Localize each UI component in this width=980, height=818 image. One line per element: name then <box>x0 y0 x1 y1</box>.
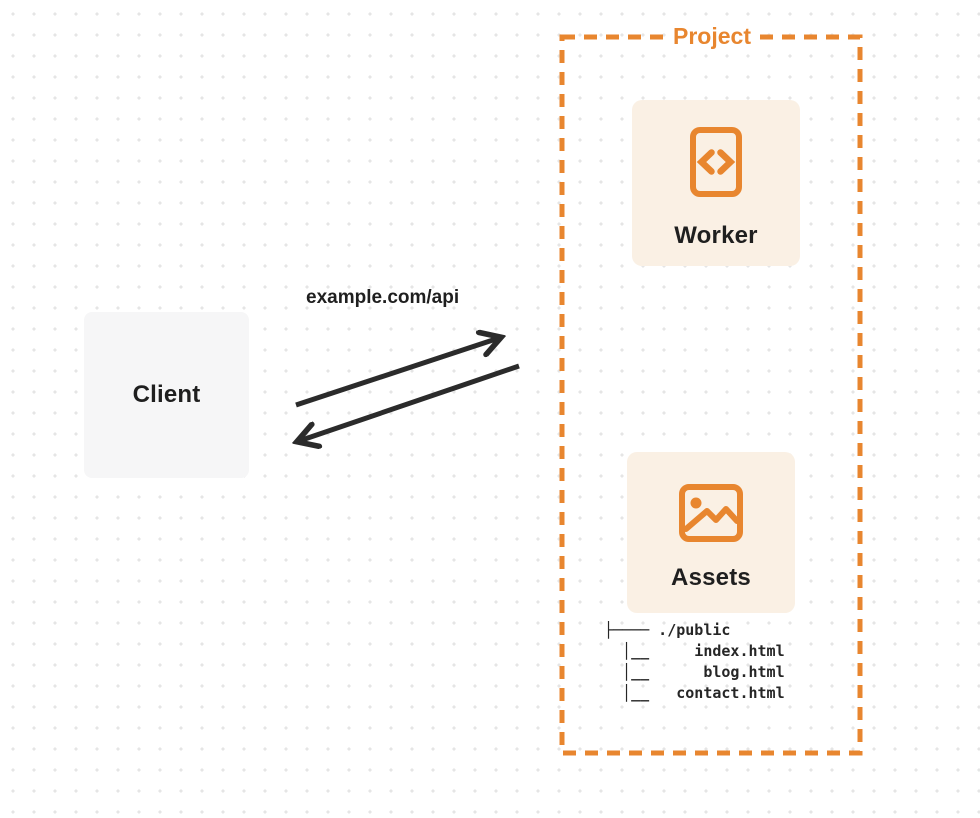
request-url-label: example.com/api <box>306 287 460 308</box>
code-icon <box>690 127 742 197</box>
worker-label: Worker <box>674 222 758 249</box>
project-label: Project <box>668 21 756 51</box>
file-tree: ├──── ./public │__ index.html │__ blog.h… <box>604 621 785 702</box>
client-node: Client <box>84 312 249 478</box>
client-label: Client <box>132 381 201 408</box>
worker-node: Worker <box>632 100 800 266</box>
image-icon <box>679 484 743 542</box>
assets-node: Assets <box>627 452 795 613</box>
assets-label: Assets <box>671 564 751 591</box>
request-arrow <box>295 338 499 408</box>
response-arrow <box>299 363 520 441</box>
